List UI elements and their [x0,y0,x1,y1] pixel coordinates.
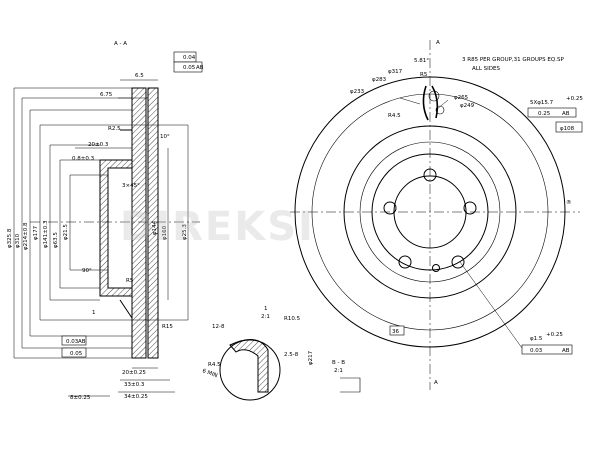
groove-note-2: ALL SIDES [472,66,500,72]
locating-hole [432,264,440,272]
dim-d325: φ325.8 [7,228,13,248]
position-value: 0.25 [538,111,551,117]
position-frame [527,107,577,118]
dim-chamfer: 3×45° [122,183,140,189]
section-mark-a-bottom: A [434,380,438,386]
position-ref: AB [562,111,570,117]
dim-w8: 8±0.25 [70,395,91,401]
dim-d108: φ108 [560,126,575,132]
dim-w128: 12-8 [212,324,225,330]
dim-r45-detail: R4.5 [208,362,221,368]
bolt-hole-3 [463,201,477,215]
dim-a581: 5.81° [414,58,429,64]
dim-w20a: 20±0.3 [88,142,109,148]
detail-b-scale: 2:1 [334,368,343,374]
dim-d27: φ21.5 [63,224,69,240]
parallel-frame [61,335,87,346]
detail-1-label: 1 [264,306,268,312]
detail-b-label: B - B [332,360,345,366]
dim-d141: φ141±0.3 [43,220,49,248]
dim-w34: 34±0.25 [124,394,148,400]
watermark-registered: ® [566,199,572,206]
watermark: DIREKSI [120,204,315,250]
dim-d249: φ249 [460,103,475,109]
slot-1 [431,85,439,119]
dim-d60: φ160 [162,225,168,240]
dim-d217: φ217 [308,350,314,365]
box-36 [389,325,405,336]
dim-d214: φ214±0.8 [23,222,29,250]
dim-angle10: 10° [160,134,170,140]
flatness-value: 0.04 [183,55,196,61]
dim-d44: φ144 [152,220,158,235]
section-label: A - A [114,41,127,47]
groove-note: 3 R85 PER GROUP,31 GROUPS EQ.SP [462,57,564,63]
dim-small-hole: φ1.5 [530,336,543,342]
dim-d317: φ317 [388,69,403,75]
dim-r45-right: R4.5 [388,113,401,119]
bolt-hole-1 [423,168,437,182]
min-note: 6 MIN [201,368,218,379]
dim-r5-right: R5 [420,72,428,78]
hat-outer [343,125,517,299]
flatness2-frame [61,347,87,358]
section-mark-a-top: A [436,40,440,46]
bore-dim-frame [555,121,583,133]
detail-1-scale: 2:1 [261,314,270,320]
detail-1-profile [229,339,269,393]
dim-d310: φ310 [15,233,21,248]
position2-frame [521,344,573,355]
hat-inner [371,153,489,271]
dim-small-tol: +0.25 [546,332,563,338]
dim-r25: R2.5 [108,126,121,132]
dim-d233: φ233 [350,89,365,95]
dim-w33: 33±0.3 [124,382,145,388]
parallel-value: 0.03 [66,339,79,345]
bolt-hole-5 [451,255,465,269]
outer-diameter [294,76,566,348]
dim-angle90: 90° [82,268,92,274]
sym-value: 0.03 [530,348,543,354]
dim-w65: 6.5 [135,73,144,79]
dim-w25: 2.5-8 [284,352,299,358]
friction-inner-edge [311,93,549,331]
dim-w20b: 20±0.25 [122,370,146,376]
parallel-ref: AB [78,339,86,345]
flatness2-value: 0.05 [70,351,83,357]
dim-d283: φ283 [372,77,387,83]
dim-r15: R15 [162,324,173,330]
position2-ref: AB [562,348,570,354]
dim-d265: φ265 [454,95,469,101]
bolt-circle [359,141,501,283]
dim-holes: 5Xφ15.7 [530,100,554,106]
dim-r5: R5 [126,278,134,284]
detail-marker-1: 1 [92,310,96,316]
slot-2 [422,85,429,121]
runout-value: 0.05 [183,65,196,71]
runout-ref: AB [196,65,204,71]
bolt-hole-4 [398,255,412,269]
section-view: A - A 0.04 0.05 AB [7,41,204,401]
dim-d25: φ25.3 [182,224,188,240]
detail-view-1: 1 2:1 R10.5 12-8 2.5-8 φ217 R4.5 6 MIN B… [201,306,361,401]
dim-w675: 6.75 [100,92,113,98]
dim-r105: R10.5 [284,316,301,322]
bolt-hole-2 [383,201,397,215]
dim-w08: 0.8±0.3 [72,156,95,162]
runout-frame [173,61,203,73]
dim-d177: φ177 [33,225,39,240]
dim-holes-tol: +0.25 [566,96,583,102]
front-view: A A 3 R85 PER GROUP,31 GROUPS EQ.SP ALL … [290,40,583,390]
dim-d63: φ63.5 [53,232,59,248]
dim-box36: 36 [392,329,399,335]
